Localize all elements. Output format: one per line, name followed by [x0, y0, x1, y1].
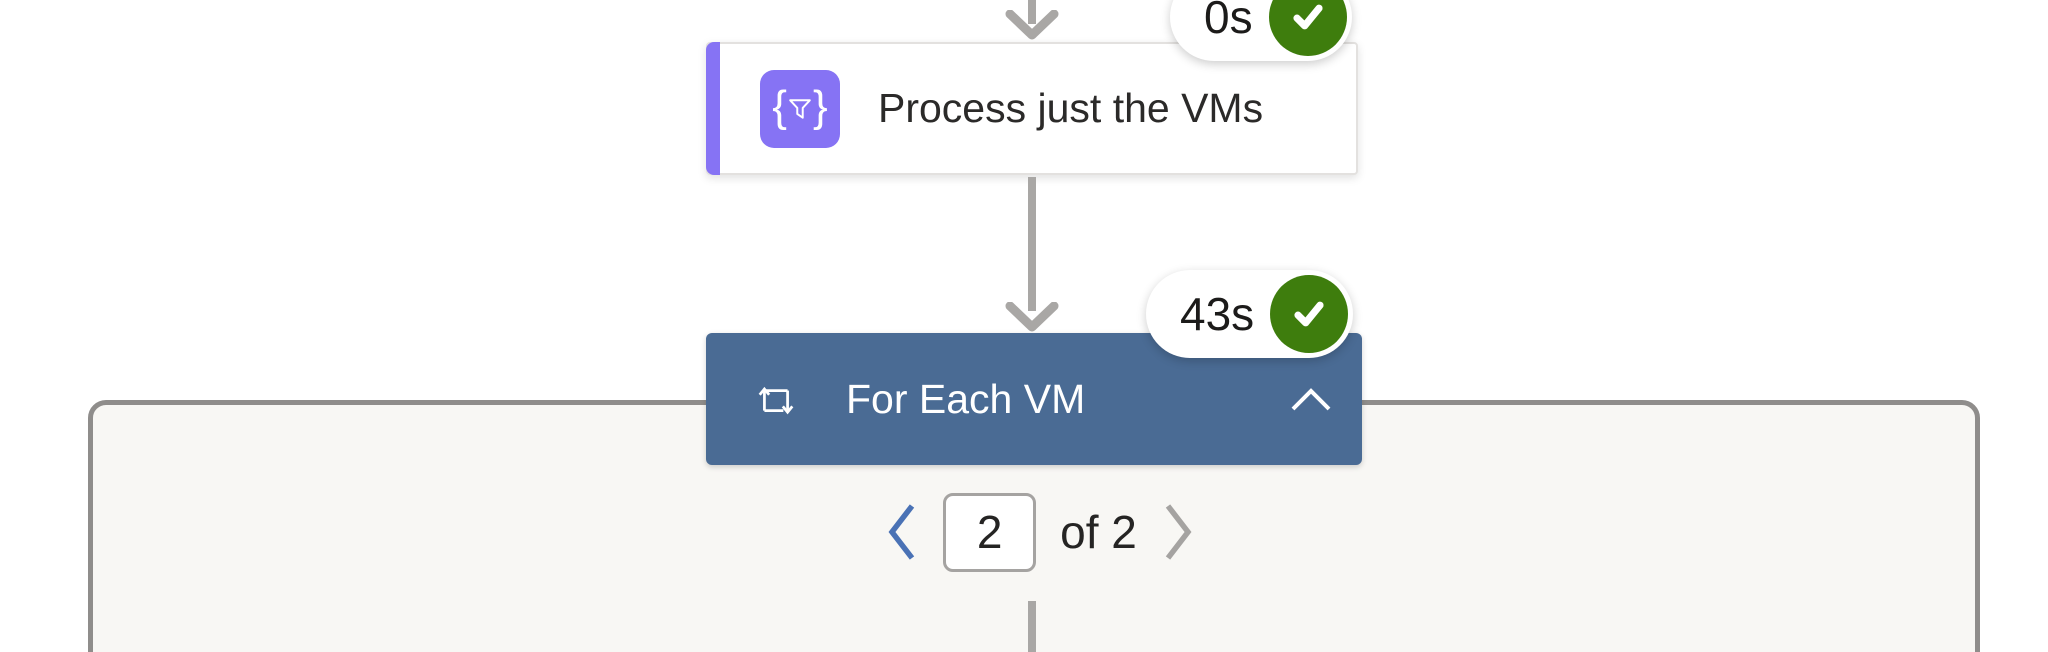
action-card-title: Process just the VMs — [878, 85, 1264, 131]
close-brace-glyph: } — [813, 81, 828, 131]
connector-line-middle — [1028, 177, 1036, 311]
funnel-glyph — [789, 98, 811, 119]
chevron-right-icon — [1165, 504, 1192, 560]
iteration-pager: of 2 — [840, 488, 1240, 576]
success-check-icon — [1270, 275, 1349, 353]
card-accent-stripe — [706, 42, 720, 175]
collapse-button[interactable] — [1282, 380, 1340, 418]
success-check-icon — [1268, 0, 1347, 56]
next-iteration-button[interactable] — [1161, 501, 1195, 563]
action-card-process-just-the-vms[interactable]: { } Process just the VMs — [706, 42, 1358, 175]
connector-line-top — [1028, 0, 1036, 24]
page-count-label: of 2 — [1060, 506, 1137, 558]
open-brace-glyph: { — [772, 81, 787, 131]
filter-array-icon: { } — [760, 69, 840, 148]
previous-iteration-button[interactable] — [885, 501, 919, 563]
duration-label: 43s — [1180, 288, 1255, 340]
chevron-left-icon — [888, 504, 915, 560]
duration-label: 0s — [1204, 0, 1253, 43]
connector-line-bottom — [1028, 601, 1036, 652]
chevron-up-icon — [1291, 388, 1331, 411]
action-duration-badge: 0s — [1170, 0, 1352, 61]
foreach-duration-badge: 43s — [1146, 270, 1354, 358]
arrow-down-icon — [1004, 302, 1060, 332]
foreach-scope-title: For Each VM — [846, 375, 1086, 422]
arrow-down-icon — [1004, 10, 1060, 40]
page-number-input[interactable] — [943, 492, 1037, 572]
loop-icon — [758, 386, 794, 415]
